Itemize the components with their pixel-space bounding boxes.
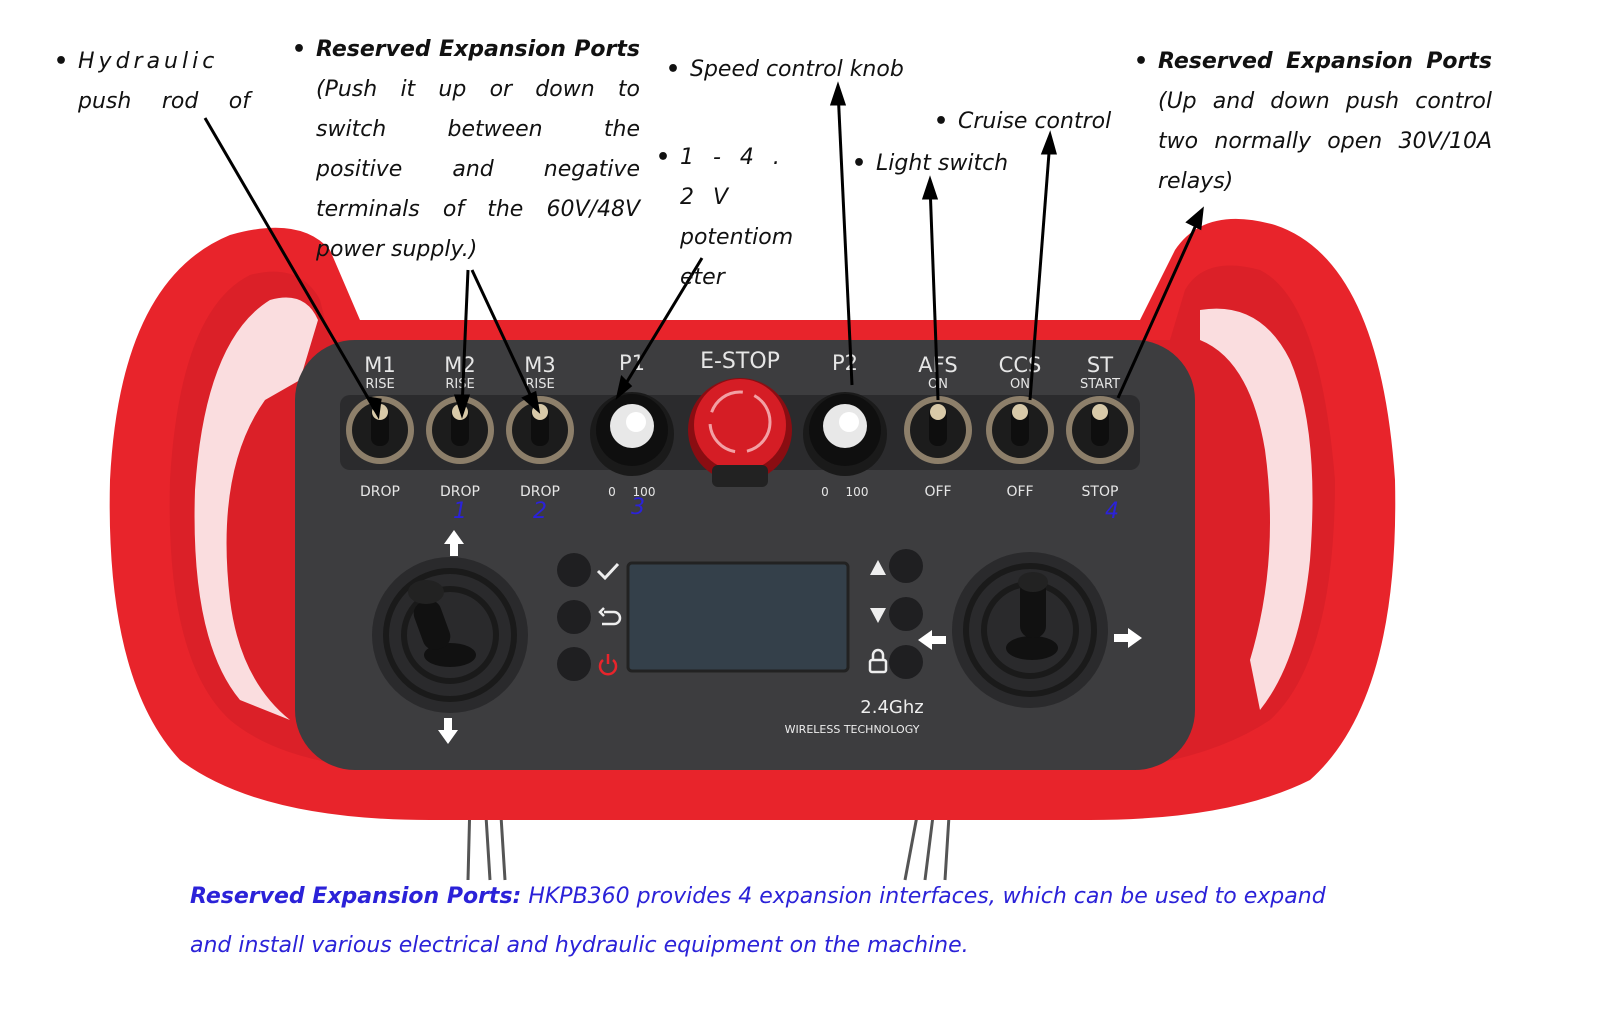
switch-label: M3 [524, 353, 555, 377]
e-stop-label: E-STOP [700, 349, 780, 374]
lcd-display [626, 561, 850, 673]
annotation-potentiometer-line1: 1 - 4 . 2 V [680, 145, 786, 210]
annotation-hydraulic-line1: Hydraulic [78, 49, 219, 74]
footer-line-1: Reserved Expansion Ports: HKPB360 provid… [190, 884, 1326, 909]
expansion-port-number: 4 [1105, 499, 1119, 524]
knob-max-label: 100 [846, 485, 869, 499]
annotation-reserved-right-line: (Up and down push control [1158, 89, 1492, 114]
switch-top-label: ON [1010, 377, 1030, 392]
toggle-switch-afs[interactable] [904, 396, 972, 464]
annotation-potentiometer: • 1 - 4 . 2 V potentiom eter [656, 138, 810, 298]
back-button[interactable] [557, 600, 591, 634]
switch-top-label: START [1080, 377, 1120, 392]
toggle-switch-ccs[interactable] [986, 396, 1054, 464]
switch-top-label: RISE [525, 377, 554, 392]
annotation-reserved-left-line: power supply.) [316, 237, 478, 262]
switch-top-label: RISE [365, 377, 394, 392]
knob-p2[interactable] [803, 392, 887, 476]
switch-label: M1 [364, 353, 395, 377]
annotation-reserved-left-line: terminals of the 60V/48V [316, 197, 640, 222]
menu-buttons-left [557, 553, 622, 681]
annotation-hydraulic-line2: push rod of [78, 89, 250, 114]
footer-bold: Reserved Expansion Ports: [190, 884, 522, 909]
annotation-hydraulic: • Hydraulic push rod of [54, 42, 250, 122]
switch-top-label: RISE [445, 377, 474, 392]
annotation-reserved-left: • Reserved Expansion Ports (Push it up o… [292, 30, 640, 270]
knob-max-label: 100 [633, 485, 656, 499]
annotation-reserved-left-line: switch between the [316, 117, 640, 142]
switch-label: CCS [999, 353, 1042, 377]
up-triangle-icon [870, 560, 886, 575]
toggle-switches: M1RISEDROPM2RISEDROP1M3RISEDROP2AFSONOFF… [346, 353, 1134, 524]
annotation-reserved-right-title: Reserved Expansion Ports [1158, 49, 1492, 74]
annotation-speed-knob: • Speed control knob [666, 57, 904, 82]
expansion-port-number: 3 [631, 495, 645, 520]
knob-p1[interactable] [590, 392, 674, 476]
down-triangle-icon [870, 608, 886, 623]
switch-bottom-label: OFF [1006, 484, 1033, 500]
knob-min-label: 0 [821, 485, 829, 499]
right-arrow-icon [1114, 628, 1142, 648]
annotation-arrows [203, 81, 1204, 420]
switch-label: M2 [444, 353, 475, 377]
toggle-switch-m1[interactable] [346, 396, 414, 464]
knob-label: P2 [832, 351, 858, 375]
knob-min-label: 0 [608, 485, 616, 499]
wireless-technology-label: WIRELESS TECHNOLOGY [785, 723, 920, 736]
lock-button[interactable] [889, 645, 923, 679]
switch-bottom-label: STOP [1082, 484, 1119, 500]
lock-icon [868, 648, 888, 674]
back-icon [598, 607, 622, 626]
confirm-button[interactable] [557, 553, 591, 587]
up-arrow-icon [444, 530, 464, 556]
left-arrow-icon [918, 630, 946, 650]
annotation-potentiometer-line3: eter [680, 265, 725, 290]
check-icon [596, 562, 620, 581]
menu-buttons-right [868, 549, 923, 679]
footer-line-2: and install various electrical and hydra… [190, 933, 969, 958]
e-stop-button[interactable] [688, 378, 792, 487]
down-arrow-icon [438, 718, 458, 744]
down-button[interactable] [889, 597, 923, 631]
toggle-switch-m3[interactable] [506, 396, 574, 464]
annotation-reserved-left-line: (Push it up or down to [316, 77, 640, 102]
annotation-reserved-left-title: Reserved Expansion Ports [316, 37, 640, 62]
annotation-potentiometer-line2: potentiom [680, 225, 794, 250]
power-button[interactable] [557, 647, 591, 681]
up-button[interactable] [889, 549, 923, 583]
switch-bottom-label: DROP [520, 484, 560, 500]
toggle-switch-st[interactable] [1066, 396, 1134, 464]
right-joystick[interactable] [952, 552, 1108, 708]
switch-bottom-label: DROP [360, 484, 400, 500]
annotation-cruise: • Cruise control [934, 109, 1112, 134]
expansion-port-number: 2 [533, 499, 547, 524]
power-icon [598, 654, 618, 676]
wireless-frequency: 2.4Ghz [860, 697, 923, 718]
footer-rest: HKPB360 provides 4 expansion interfaces,… [521, 884, 1326, 909]
annotation-reserved-right-line: two normally open 30V/10A [1158, 129, 1492, 154]
switch-bottom-label: OFF [924, 484, 951, 500]
left-joystick[interactable] [372, 557, 528, 713]
annotation-reserved-right-line: relays) [1158, 169, 1234, 194]
annotation-light: • Light switch [852, 151, 1009, 176]
switch-bottom-label: DROP [440, 484, 480, 500]
annotation-reserved-left-line: positive and negative [316, 157, 640, 182]
expansion-port-number: 1 [453, 499, 467, 524]
annotation-reserved-right: • Reserved Expansion Ports (Up and down … [1134, 42, 1492, 202]
toggle-switch-m2[interactable] [426, 396, 494, 464]
switch-label: ST [1087, 353, 1113, 377]
